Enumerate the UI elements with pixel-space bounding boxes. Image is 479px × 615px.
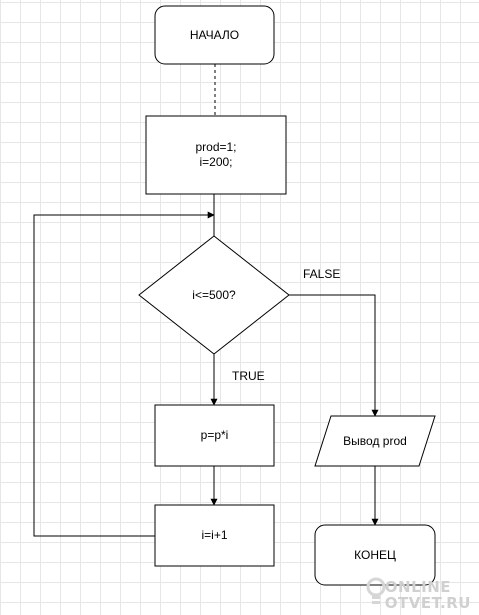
start-label: НАЧАЛО <box>189 27 240 42</box>
init-process-box[interactable] <box>145 115 287 195</box>
init-line-i: i=200; <box>199 155 233 169</box>
init-label: prod=1; i=200; <box>146 116 286 194</box>
false-edge-label: FALSE <box>303 267 341 281</box>
lightbulb-icon <box>366 577 386 604</box>
output-label: Вывод prod <box>343 433 407 448</box>
increment-label: i=i+1 <box>201 528 228 542</box>
true-edge-label: TRUE <box>232 369 265 383</box>
init-line-prod: prod=1; <box>195 140 237 154</box>
condition-label: i<=500? <box>192 287 236 302</box>
output-parallelogram[interactable] <box>314 415 436 467</box>
watermark-logo: ONLINE OTVET.RU <box>385 579 471 611</box>
connector-loop-back <box>33 211 215 537</box>
multiply-label: p=p*i <box>200 428 229 442</box>
watermark-line2: OTVET.RU <box>384 594 471 612</box>
end-label: КОНЕЦ <box>354 547 396 562</box>
watermark-line1: ONLINE <box>384 578 452 596</box>
connector-false-to-output <box>289 294 379 417</box>
